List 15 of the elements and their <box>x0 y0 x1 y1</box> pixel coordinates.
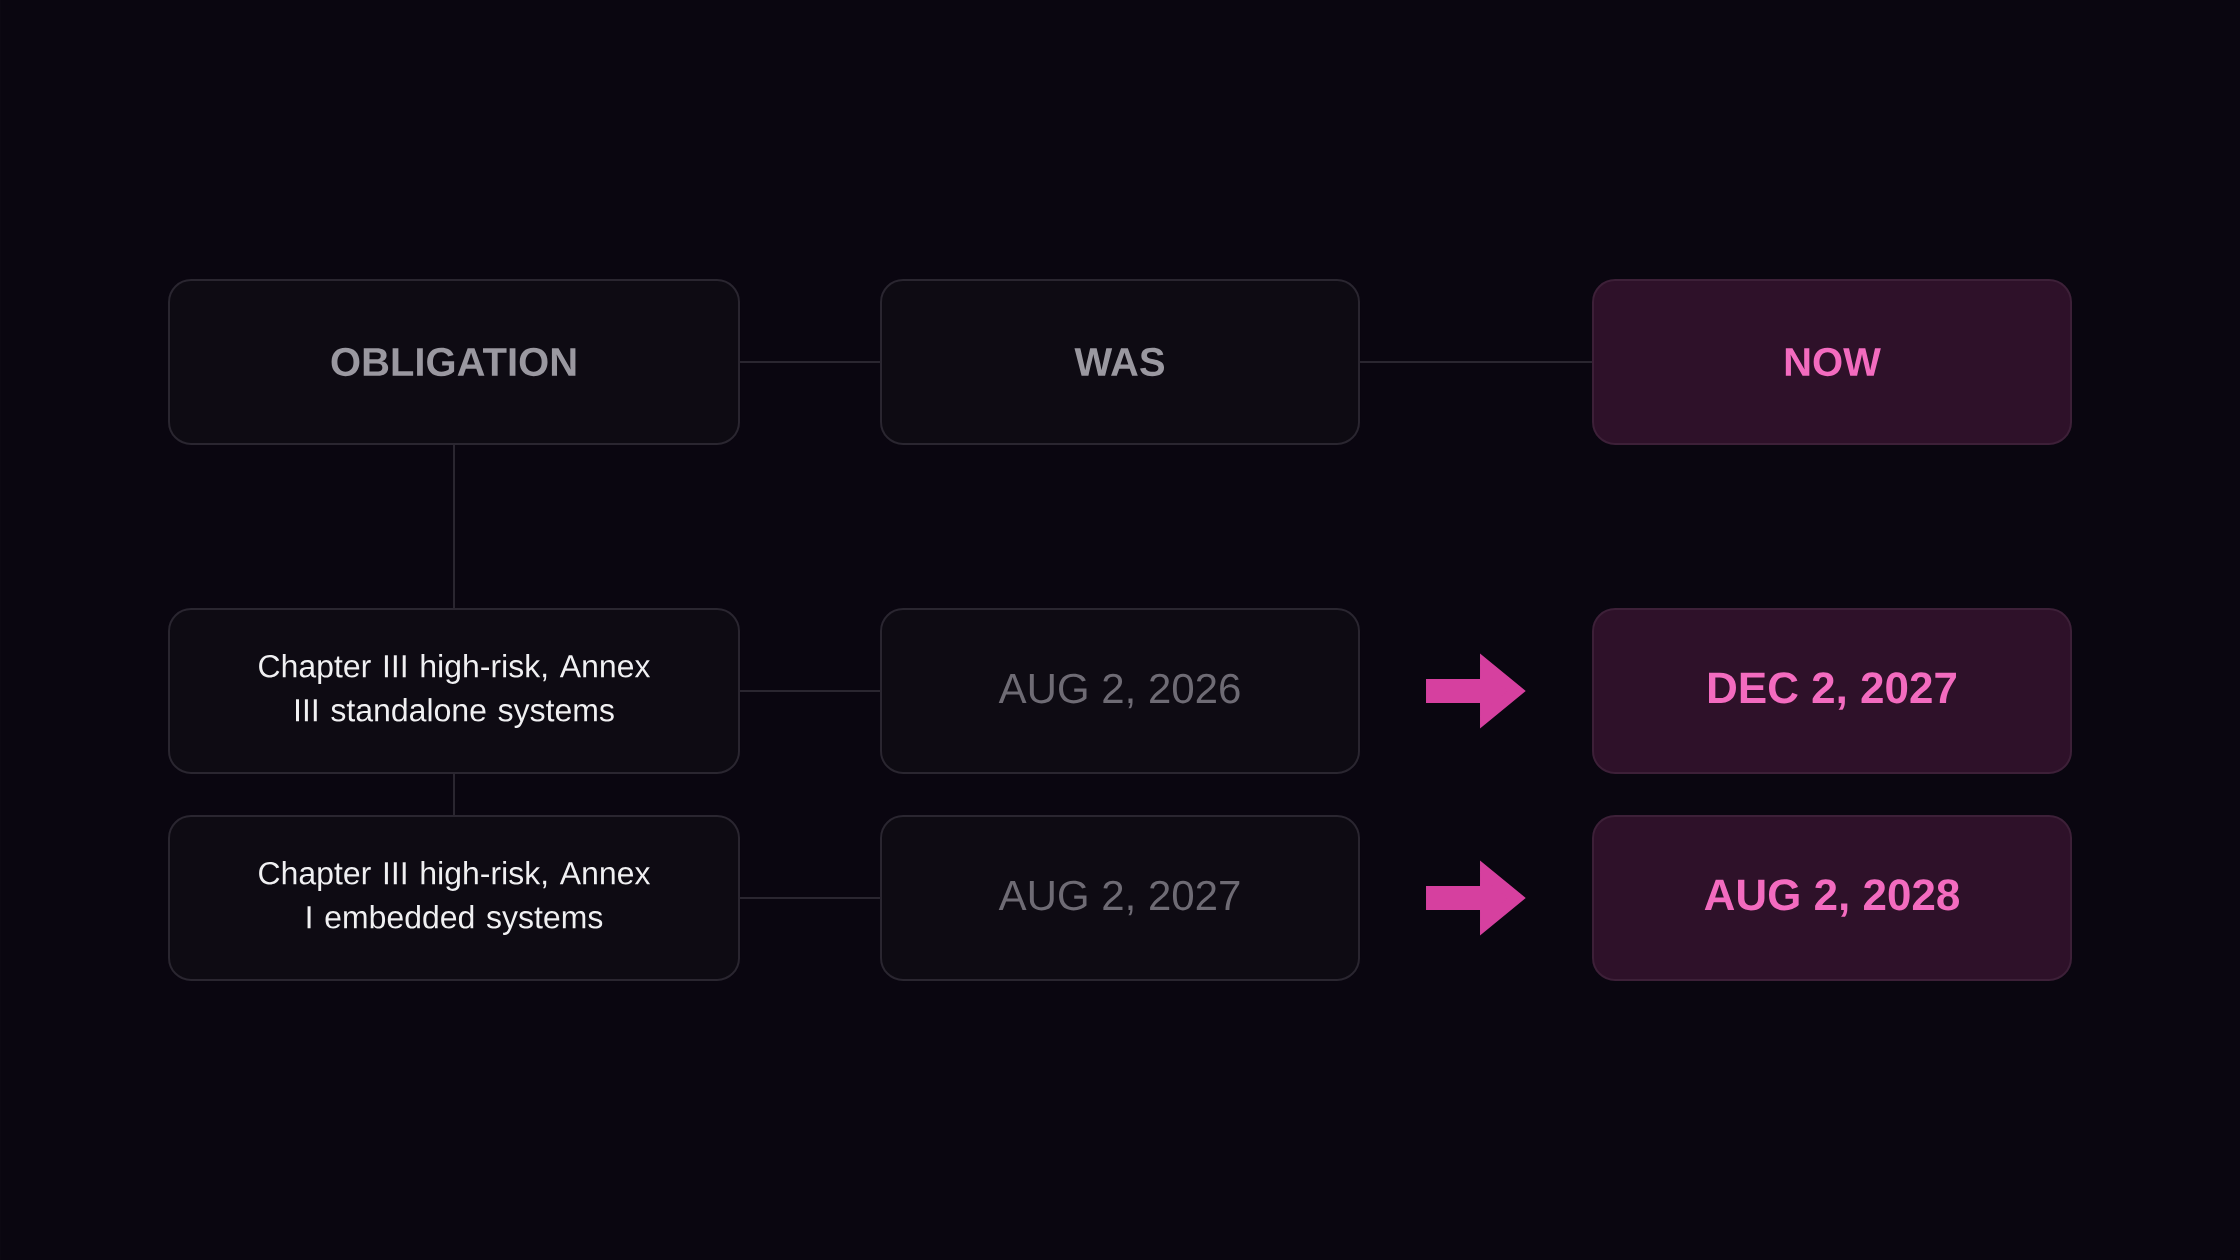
date-box: AUG 2, 2026 <box>880 608 1360 774</box>
column-header: NOW <box>1592 279 2072 445</box>
date-box: DEC 2, 2027 <box>1592 608 2072 774</box>
obligation-box: Chapter III high-risk, Annex III standalone systems <box>168 608 740 774</box>
obligation-box: Chapter III high-risk, Annex I embedded systems <box>168 815 740 981</box>
column-header: OBLIGATION <box>168 279 740 445</box>
connector-line <box>1359 361 1593 363</box>
date-box: AUG 2, 2028 <box>1592 815 2072 981</box>
connector-line <box>739 897 881 899</box>
connector-line <box>453 773 455 816</box>
column-header: WAS <box>880 279 1360 445</box>
connector-line <box>739 690 881 692</box>
connector-line <box>739 361 881 363</box>
date-box: AUG 2, 2027 <box>880 815 1360 981</box>
connector-line <box>453 444 455 609</box>
